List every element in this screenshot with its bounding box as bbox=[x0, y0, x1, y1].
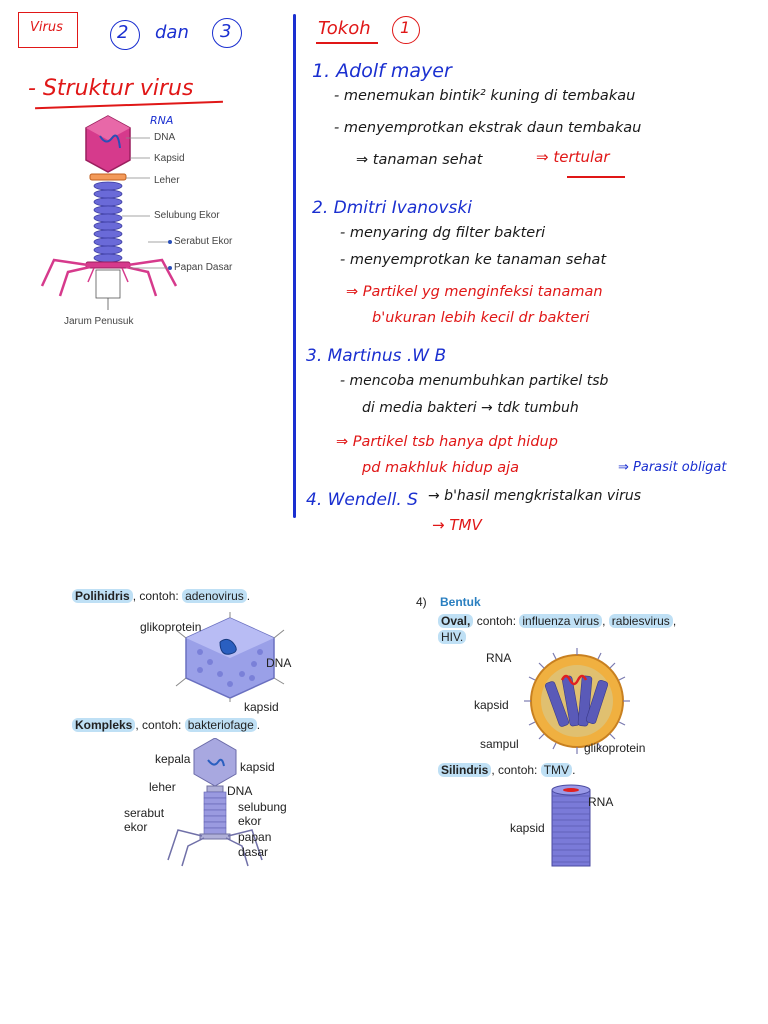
tokoh-1-line-1: - menemukan bintik² kuning di tembakau bbox=[334, 88, 636, 104]
silindris-label-rna: RNA bbox=[588, 795, 614, 809]
kompleks-label-papan: papan bbox=[238, 830, 272, 844]
tokoh-heading-underline bbox=[316, 42, 378, 44]
kompleks-label-kapsid: kapsid bbox=[240, 760, 275, 774]
column-divider bbox=[293, 14, 296, 518]
oval-label-rna: RNA bbox=[486, 651, 512, 665]
kompleks-label-ekor: ekor bbox=[124, 820, 148, 834]
label-dna: DNA bbox=[154, 132, 176, 143]
polihidris-label-kapsid: kapsid bbox=[244, 700, 279, 714]
structure-title: - Struktur virus bbox=[28, 76, 194, 101]
kompleks-label-dna: DNA bbox=[227, 784, 253, 798]
silindris-caption: Silindris, contoh: TMV. bbox=[438, 763, 575, 777]
num-two: 2 bbox=[117, 22, 129, 43]
tokoh-4-conclusion: → TMV bbox=[432, 516, 482, 534]
num-three: 3 bbox=[220, 21, 232, 42]
tokoh-4-name: 4. Wendell. S bbox=[306, 490, 418, 510]
oval-label-glikoprotein: glikoprotein bbox=[584, 741, 646, 755]
tokoh-2-name: 2. Dmitri Ivanovski bbox=[312, 198, 472, 218]
kompleks-label-serabut: serabut bbox=[124, 806, 165, 820]
tokoh-2-line-2: - menyemprotkan ke tanaman sehat bbox=[340, 252, 607, 268]
tokoh-3-conclusion-1: ⇒ Partikel tsb hanya dpt hidup bbox=[336, 434, 558, 450]
kompleks-label-ekor-2: ekor bbox=[238, 814, 262, 828]
tokoh-1-underline bbox=[567, 176, 625, 178]
tokoh-num: 1 bbox=[400, 18, 411, 37]
tokoh-3-name: 3. Martinus .W B bbox=[306, 346, 447, 366]
tokoh-1-line-2: - menyemprotkan ekstrak daun tembakau bbox=[334, 120, 642, 136]
label-serabut-ekor: Serabut Ekor bbox=[174, 236, 233, 247]
oval-caption: Oval, contoh: influenza virus, rabiesvir… bbox=[438, 614, 676, 628]
tokoh-3-extra: ⇒ Parasit obligat bbox=[618, 460, 727, 475]
oval-label-sampul: sampul bbox=[480, 737, 519, 751]
tokoh-2-conclusion-2: b'ukuran lebih kecil dr bakteri bbox=[372, 310, 590, 326]
kompleks-caption: Kompleks, contoh: bakteriofage. bbox=[72, 718, 260, 732]
tokoh-circle bbox=[392, 16, 420, 44]
tokoh-heading: Tokoh bbox=[318, 18, 371, 39]
oval-label-kapsid: kapsid bbox=[474, 698, 509, 712]
kompleks-label-selubung: selubung bbox=[238, 800, 287, 814]
tokoh-2-conclusion-1: ⇒ Partikel yg menginfeksi tanaman bbox=[346, 284, 603, 300]
cylinder-virus-diagram bbox=[551, 784, 591, 867]
silindris-label-kapsid: kapsid bbox=[510, 821, 545, 835]
kompleks-label-kepala: kepala bbox=[155, 752, 191, 766]
tokoh-3-conclusion-2: pd makhluk hidup aja bbox=[362, 460, 520, 476]
kompleks-label-leher: leher bbox=[149, 780, 176, 794]
label-leher: Leher bbox=[154, 175, 180, 186]
structure-title-underline bbox=[35, 100, 223, 110]
adenovirus-diagram bbox=[175, 612, 285, 702]
label-papan-dasar: Papan Dasar bbox=[174, 262, 233, 273]
tokoh-1-line-3: ⇒ tanaman sehat bbox=[356, 152, 483, 168]
circle-three bbox=[212, 18, 242, 48]
label-kapsid: Kapsid bbox=[154, 153, 185, 164]
bentuk-num: 4) bbox=[416, 595, 427, 609]
polihidris-label-dna: DNA bbox=[266, 656, 292, 670]
virus-tag-text: Virus bbox=[30, 20, 63, 35]
bacteriophage-diagram bbox=[40, 115, 178, 310]
polihidris-caption: Polihidris, contoh: adenovirus. bbox=[72, 589, 250, 603]
virus-tag-box bbox=[18, 12, 78, 48]
rna-handwritten-note: RNA bbox=[150, 114, 174, 127]
oval-virus-diagram bbox=[524, 648, 630, 754]
tokoh-2-line-1: - menyaring dg filter bakteri bbox=[340, 225, 546, 241]
tokoh-1-name: 1. Adolf mayer bbox=[312, 60, 452, 82]
circle-two bbox=[110, 20, 140, 50]
tokoh-4-line-1: → b'hasil mengkristalkan virus bbox=[428, 488, 642, 504]
kompleks-label-dasar: dasar bbox=[238, 845, 269, 859]
label-jarum-penusuk: Jarum Penusuk bbox=[64, 316, 134, 327]
and-word: dan bbox=[155, 22, 189, 43]
tokoh-1-conclusion: ⇒ tertular bbox=[536, 148, 610, 166]
bentuk-title: Bentuk bbox=[440, 595, 481, 609]
tokoh-3-line-1: - mencoba menumbuhkan partikel tsb bbox=[340, 373, 609, 389]
tokoh-3-line-2: di media bakteri → tdk tumbuh bbox=[362, 400, 579, 416]
oval-caption-line-2: HIV. bbox=[438, 630, 467, 644]
polihidris-label-glikoprotein: glikoprotein bbox=[140, 620, 202, 634]
bacteriophage-shape-diagram bbox=[167, 738, 263, 867]
label-selubung-ekor: Selubung Ekor bbox=[154, 210, 220, 221]
